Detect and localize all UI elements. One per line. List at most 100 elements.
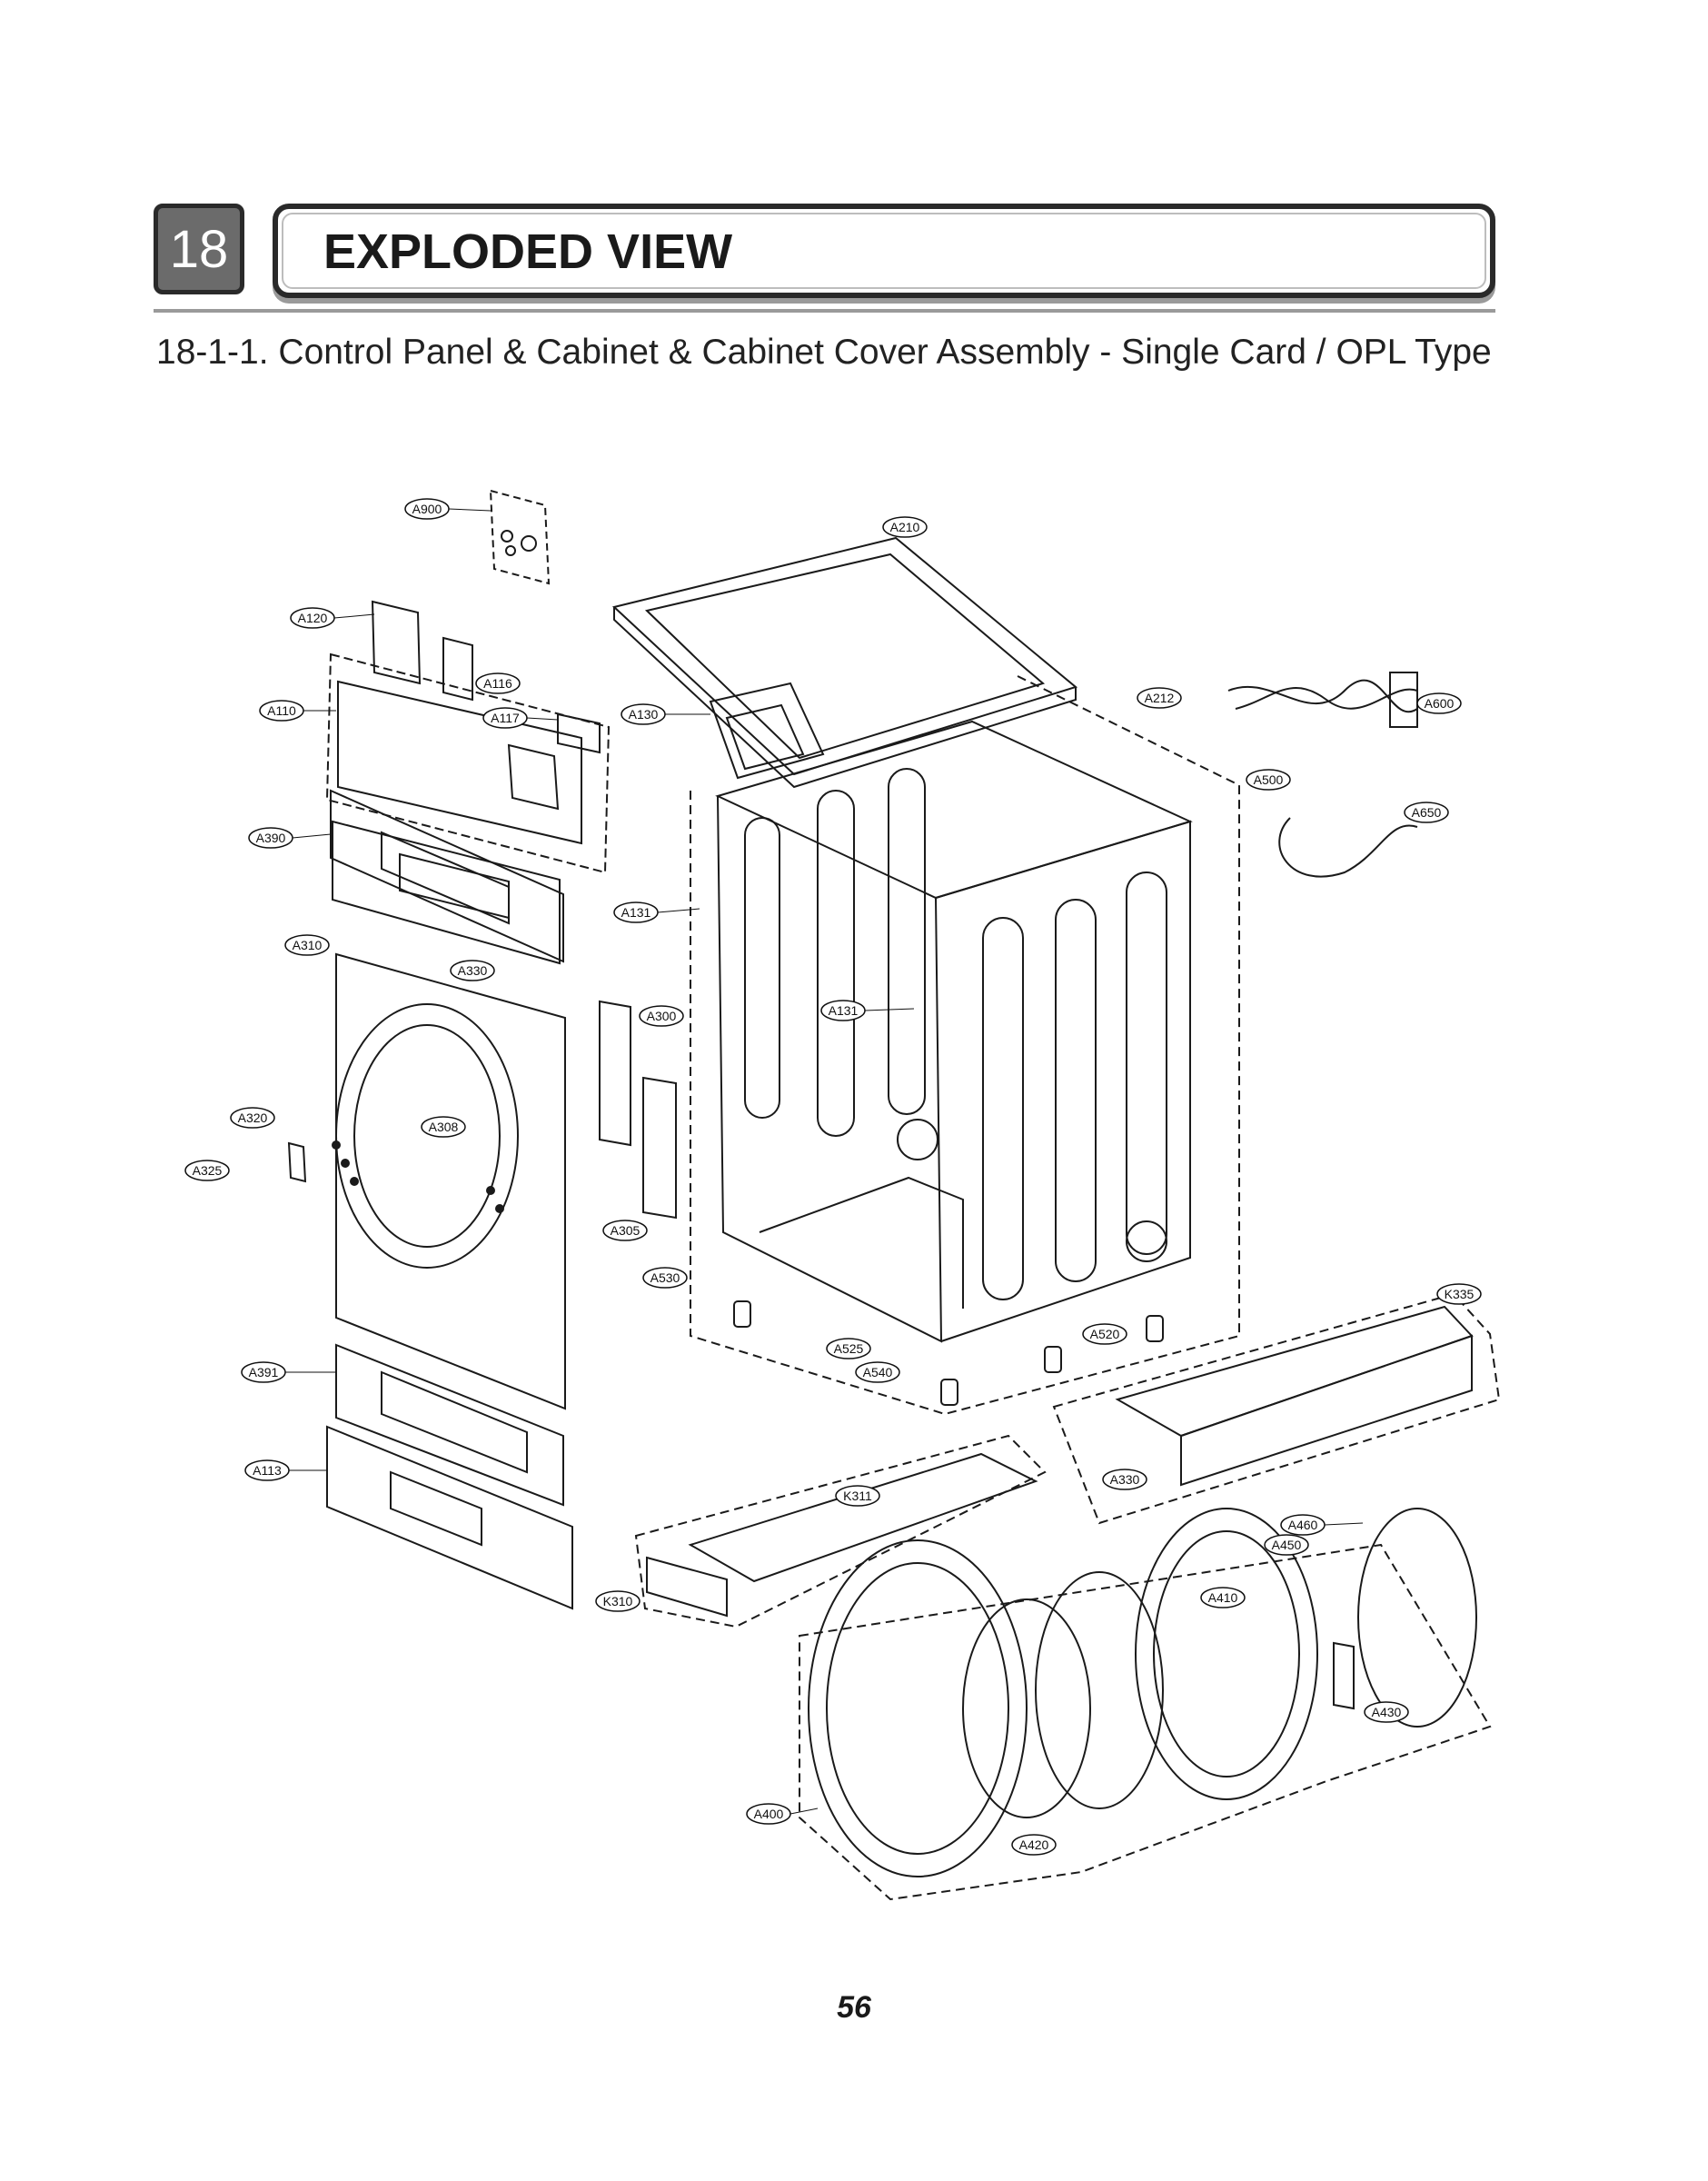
part-label-text: A131 [621, 905, 651, 920]
page-title: EXPLODED VIEW [323, 224, 733, 279]
part-label-a330-bottom: A330 [1102, 1469, 1147, 1490]
part-label-text: A600 [1425, 696, 1455, 711]
part-label-text: A390 [256, 831, 286, 845]
part-feet [733, 1300, 1164, 1406]
part-label-a212: A212 [1137, 687, 1182, 709]
part-label-text: A520 [1090, 1327, 1120, 1341]
part-a130-bracket [709, 682, 825, 780]
part-label-text: A500 [1254, 772, 1284, 787]
part-label-a520: A520 [1082, 1323, 1127, 1345]
part-label-a420: A420 [1011, 1834, 1057, 1856]
part-label-a120: A120 [290, 607, 375, 629]
part-label-a113: A113 [244, 1459, 327, 1481]
part-label-text: K310 [603, 1594, 633, 1608]
section-number: 18 [169, 219, 229, 279]
part-a391-bracket [335, 1343, 564, 1507]
part-label-text: A116 [483, 676, 512, 691]
part-a320-hinge [287, 1141, 307, 1183]
part-label-a210: A210 [882, 516, 928, 538]
part-label-text: A650 [1412, 805, 1442, 820]
part-label-a117: A117 [482, 707, 559, 729]
part-label-text: A525 [834, 1341, 864, 1356]
part-a113-kick-plate [326, 1425, 573, 1610]
part-label-text: A430 [1372, 1705, 1402, 1719]
part-label-a450: A450 [1264, 1534, 1309, 1556]
part-label-text: A325 [193, 1163, 223, 1178]
part-label-a310: A310 [284, 934, 330, 956]
part-label-a530: A530 [642, 1267, 688, 1289]
part-a310-front-panel [332, 952, 566, 1410]
part-label-text: A330 [458, 963, 488, 978]
part-label-a131-right: A131 [820, 1000, 915, 1021]
part-label-a410: A410 [1200, 1587, 1246, 1608]
part-label-text: K311 [843, 1489, 872, 1503]
part-door-assembly [799, 1508, 1492, 1901]
part-label-a500: A500 [1246, 769, 1291, 791]
part-k335-box [1052, 1292, 1501, 1525]
part-a210-top-cover [611, 536, 1078, 789]
part-label-a400: A400 [746, 1803, 819, 1825]
part-label-a131-left: A131 [613, 901, 700, 923]
part-label-text: A130 [629, 707, 659, 722]
part-label-text: A131 [829, 1003, 859, 1018]
part-label-k310: K310 [595, 1590, 640, 1612]
part-label-text: A110 [267, 703, 296, 718]
part-a900-card [489, 489, 551, 585]
part-labels: A900 A210 A120 A116 A110 A117 A130 A212 … [184, 498, 1482, 1856]
part-label-a900: A900 [404, 498, 492, 520]
part-label-a460: A460 [1280, 1514, 1364, 1536]
part-label-a110: A110 [259, 700, 336, 722]
part-label-text: A120 [298, 611, 328, 625]
part-control-panel-group [325, 600, 611, 965]
part-label-a391: A391 [241, 1361, 336, 1383]
part-a305-handle [642, 1076, 677, 1220]
section-subtitle: 18-1-1. Control Panel & Cabinet & Cabine… [156, 333, 1492, 372]
part-label-a525: A525 [826, 1338, 871, 1359]
title-bar: EXPLODED VIEW [273, 204, 1495, 298]
part-label-text: A320 [238, 1110, 268, 1125]
part-label-text: A530 [650, 1270, 680, 1285]
page-number: 56 [837, 1990, 871, 2025]
part-label-a540: A540 [855, 1361, 900, 1383]
part-label-a116: A116 [475, 672, 521, 694]
part-k310-drawer [634, 1434, 1047, 1628]
part-label-text: A540 [863, 1365, 893, 1379]
part-label-a650: A650 [1404, 802, 1449, 823]
part-label-k335: K335 [1436, 1283, 1482, 1305]
part-label-text: A305 [611, 1223, 640, 1238]
title-rule [154, 309, 1495, 313]
part-label-text: A410 [1208, 1590, 1238, 1605]
part-label-text: K335 [1445, 1287, 1475, 1301]
part-label-a430: A430 [1364, 1701, 1409, 1723]
part-a390-frame [330, 789, 564, 963]
part-label-text: A420 [1019, 1837, 1049, 1852]
part-wire-harness [1227, 672, 1418, 878]
part-label-a390: A390 [248, 827, 332, 849]
part-label-text: A310 [293, 938, 323, 952]
part-label-a330-top: A330 [450, 960, 495, 981]
section-number-badge: 18 [154, 204, 244, 294]
part-label-a320: A320 [230, 1107, 275, 1129]
part-label-a305: A305 [602, 1220, 648, 1241]
part-a300-handle [599, 1000, 631, 1147]
part-label-text: A450 [1272, 1538, 1302, 1552]
part-label-text: A400 [754, 1807, 784, 1821]
part-label-k311: K311 [835, 1485, 880, 1507]
part-label-text: A210 [890, 520, 920, 534]
part-label-text: A300 [647, 1009, 677, 1023]
part-label-text: A391 [249, 1365, 279, 1379]
part-label-a600: A600 [1416, 692, 1462, 714]
part-label-text: A212 [1145, 691, 1175, 705]
part-label-a308: A308 [421, 1116, 466, 1138]
part-label-a325: A325 [184, 1160, 230, 1181]
part-label-text: A900 [412, 502, 442, 516]
part-label-a130: A130 [621, 703, 710, 725]
part-label-text: A460 [1288, 1518, 1318, 1532]
part-cabinet [690, 675, 1240, 1416]
part-label-text: A117 [491, 711, 520, 725]
part-label-text: A113 [253, 1463, 282, 1478]
part-label-text: A308 [429, 1120, 459, 1134]
part-label-a300: A300 [639, 1005, 684, 1027]
part-label-text: A330 [1110, 1472, 1140, 1487]
